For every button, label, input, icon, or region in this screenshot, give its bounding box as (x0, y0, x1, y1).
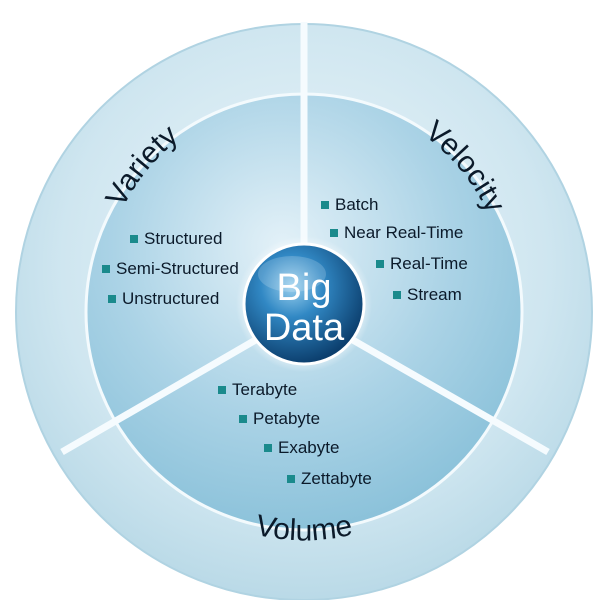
velocity-item-label: Batch (335, 195, 379, 214)
bullet-icon (102, 265, 110, 273)
velocity-item-label: Stream (407, 285, 462, 304)
volume-item-terabyte: Terabyte (218, 380, 297, 400)
center-orb (242, 242, 366, 366)
velocity-item-batch: Batch (321, 195, 378, 215)
volume-item-exabyte: Exabyte (264, 438, 339, 458)
volume-item-zettabyte: Zettabyte (287, 469, 372, 489)
volume-item-label: Terabyte (232, 380, 298, 399)
bullet-icon (287, 475, 295, 483)
variety-item-label: Structured (144, 229, 223, 248)
volume-label-text: Volume (253, 509, 355, 547)
bullet-icon (330, 229, 338, 237)
velocity-item-label: Near Real-Time (344, 223, 464, 242)
velocity-item-real-time: Real-Time (376, 254, 468, 274)
volume-item-label: Exabyte (278, 438, 340, 457)
variety-item-structured: Structured (130, 229, 222, 249)
variety-item-semi-structured: Semi-Structured (102, 259, 239, 279)
bullet-icon (321, 201, 329, 209)
bullet-icon (264, 444, 272, 452)
variety-item-unstructured: Unstructured (108, 289, 219, 309)
bullet-icon (130, 235, 138, 243)
bullet-icon (239, 415, 247, 423)
bullet-icon (108, 295, 116, 303)
volume-item-label: Petabyte (253, 409, 321, 428)
center-title-line1: Big (277, 267, 332, 309)
variety-item-label: Semi-Structured (116, 259, 239, 278)
bullet-icon (218, 386, 226, 394)
bullet-icon (376, 260, 384, 268)
volume-label: Volume (253, 509, 355, 547)
bullet-icon (393, 291, 401, 299)
center-title-line2: Data (264, 307, 345, 349)
volume-item-petabyte: Petabyte (239, 409, 320, 429)
variety-item-label: Unstructured (122, 289, 220, 308)
velocity-item-near-real-time: Near Real-Time (330, 223, 463, 243)
center-orb-highlight (258, 256, 326, 292)
volume-item-label: Zettabyte (301, 469, 372, 488)
velocity-item-label: Real-Time (390, 254, 468, 273)
velocity-item-stream: Stream (393, 285, 462, 305)
